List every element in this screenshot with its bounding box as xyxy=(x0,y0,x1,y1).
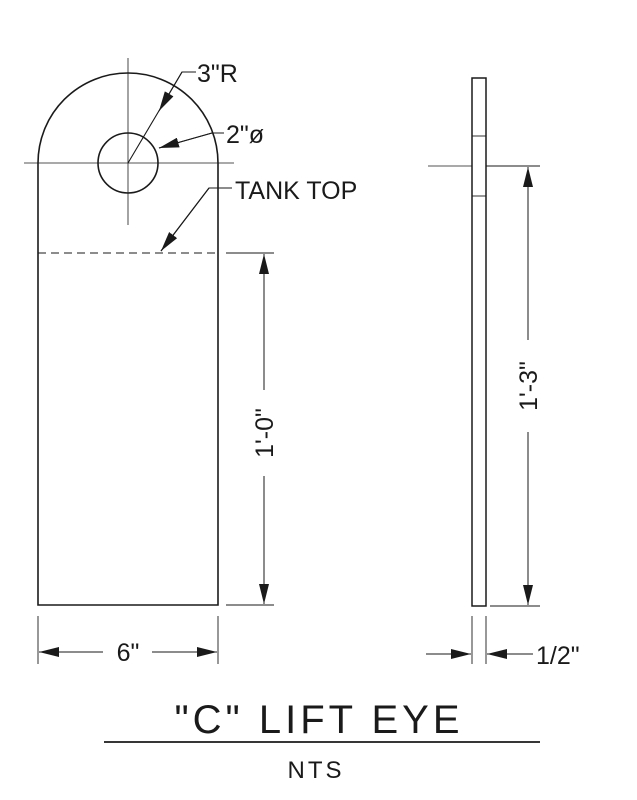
tank-top-label: TANK TOP xyxy=(235,177,357,205)
thickness-label: 1/2" xyxy=(536,642,580,670)
hole-arrow xyxy=(158,132,213,149)
side-plate xyxy=(471,77,487,607)
overall-height-label: 1'-3" xyxy=(515,361,543,411)
scale-note: NTS xyxy=(288,757,345,784)
radius-callout: 3"R xyxy=(127,60,238,164)
radius-arrow xyxy=(158,71,183,112)
tank-top-leader xyxy=(160,187,232,252)
title-block: "C" LIFT EYE NTS xyxy=(104,698,540,784)
tank-top-arrow xyxy=(160,187,210,252)
tank-top-callout: TANK TOP xyxy=(160,177,357,252)
height-label: 1'-0" xyxy=(251,408,279,458)
hole-label: 2"ø xyxy=(226,121,264,149)
drawing-title: "C" LIFT EYE xyxy=(174,698,463,742)
height-dimension: 1'-0" xyxy=(226,252,279,606)
width-dimension: 6" xyxy=(37,616,219,667)
width-label: 6" xyxy=(117,639,140,667)
hole-callout: 2"ø xyxy=(158,121,264,149)
side-view xyxy=(428,77,487,607)
overall-height-dimension: 1'-3" xyxy=(486,165,543,607)
front-view xyxy=(24,58,234,606)
thickness-dimension: 1/2" xyxy=(426,616,580,670)
radius-label: 3"R xyxy=(197,60,238,88)
radius-leader xyxy=(127,71,196,164)
